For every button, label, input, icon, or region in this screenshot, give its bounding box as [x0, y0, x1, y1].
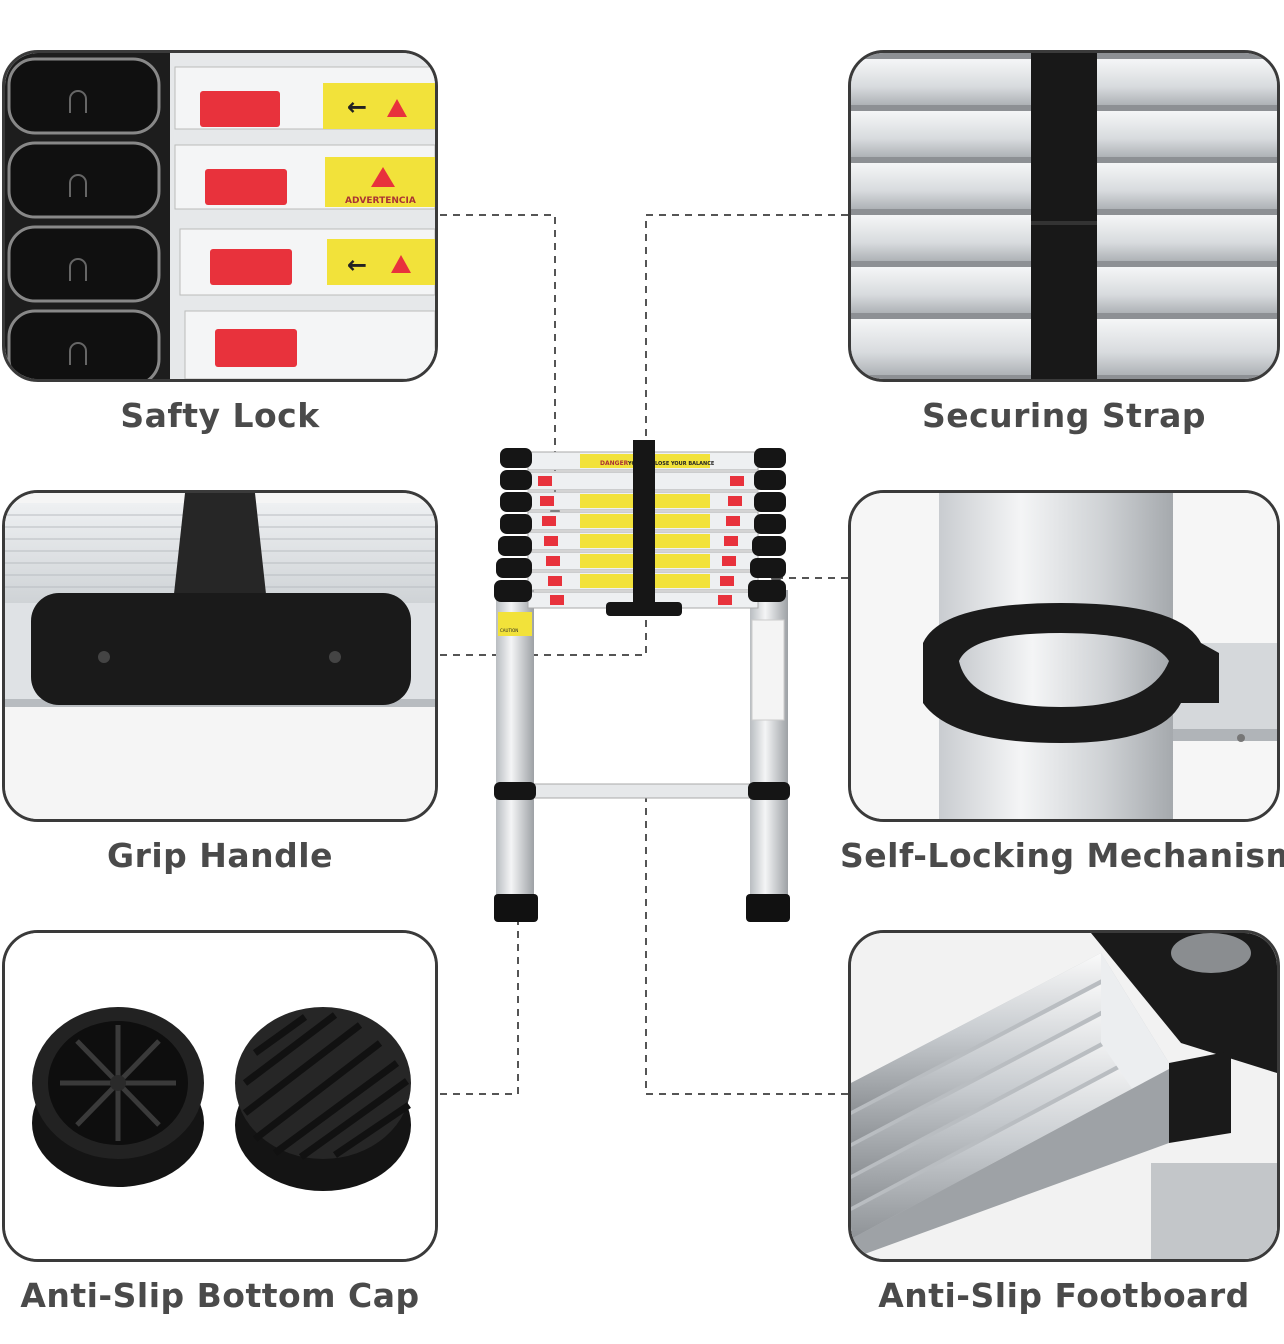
svg-text:←: ← — [347, 251, 367, 279]
warning-text: ADVERTENCIA — [345, 196, 416, 206]
securing-strap-label: Securing Strap — [921, 396, 1207, 435]
grip-handle-panel — [2, 490, 438, 822]
securing-strap-image — [851, 53, 1277, 379]
self-locking-image — [851, 493, 1277, 819]
grip-handle-image — [5, 493, 435, 819]
svg-text:←: ← — [347, 93, 367, 121]
safety-lock-label: Safty Lock — [120, 396, 320, 435]
safety-lock-panel: ← ADVERTENCIA ← — [2, 50, 438, 382]
safety-lock-image: ← ADVERTENCIA ← — [5, 53, 435, 379]
bottom-cap-label: Anti-Slip Bottom Cap — [20, 1276, 420, 1315]
balance-text: YOU CAN LOSE YOUR BALANCE — [627, 461, 715, 467]
telescopic-ladder-image: DANGER YOU CAN LOSE YOUR BALANCE CAUTION — [494, 440, 790, 922]
danger-text: DANGER — [600, 460, 629, 467]
caution-text: CAUTION — [500, 628, 518, 633]
self-locking-label: Self-Locking Mechanism — [840, 836, 1284, 875]
grip-handle-label: Grip Handle — [107, 836, 333, 875]
self-locking-panel — [848, 490, 1280, 822]
footboard-label: Anti-Slip Footboard — [878, 1276, 1250, 1315]
bottom-cap-image — [5, 933, 435, 1259]
footboard-image — [851, 933, 1277, 1259]
securing-strap-panel — [848, 50, 1280, 382]
bottom-cap-panel — [2, 930, 438, 1262]
footboard-panel — [848, 930, 1280, 1262]
